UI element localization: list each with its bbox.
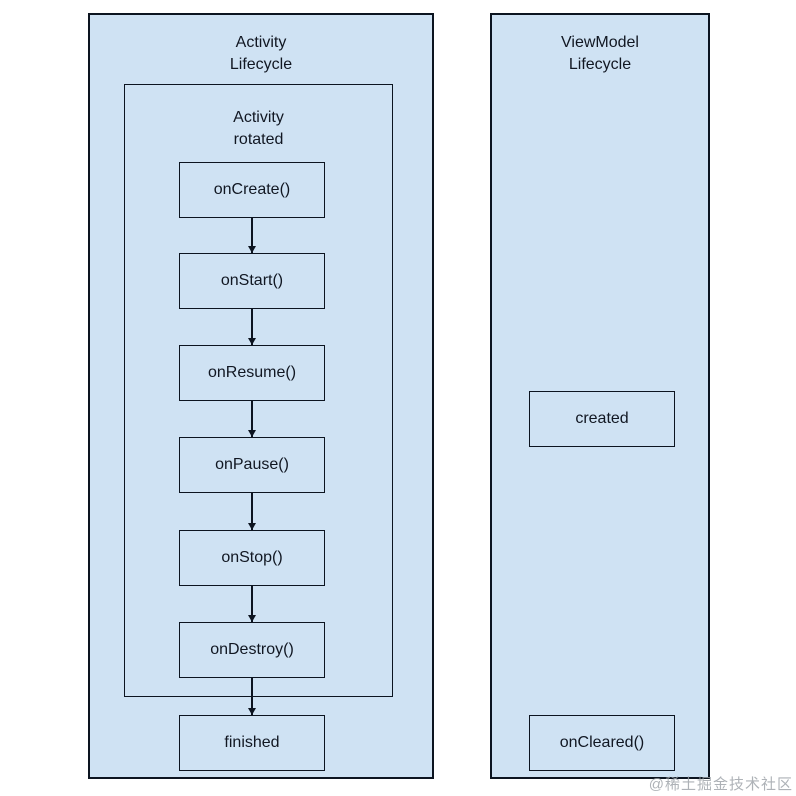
step-box-ondestroy: onDestroy() [179,622,325,678]
finished-box: finished [179,715,325,771]
step-box-onstop: onStop() [179,530,325,586]
activity-lifecycle-panel: Activity Lifecycle Activity rotated onCr… [88,13,434,779]
created-box: created [529,391,675,447]
step-box-onpause: onPause() [179,437,325,493]
step-box-oncreate: onCreate() [179,162,325,218]
activity-rotated-group: Activity rotated [124,84,393,697]
viewmodel-lifecycle-panel: ViewModel Lifecycle created onCleared() [490,13,710,779]
flow-arrow-onstart-onresume [248,309,256,345]
step-box-onresume: onResume() [179,345,325,401]
activity-rotated-group-title: Activity rotated [233,109,284,148]
flow-arrow-oncreate-onstart [248,218,256,253]
oncleared-box: onCleared() [529,715,675,771]
flow-arrow-onpause-onstop [248,493,256,530]
flow-arrow-onresume-onpause [248,401,256,437]
viewmodel-panel-title: ViewModel Lifecycle [561,34,639,73]
activity-panel-title: Activity Lifecycle [229,34,293,73]
watermark: @稀土掘金技术社区 [648,776,793,793]
flow-arrow-onstop-ondestroy [248,586,256,622]
step-box-onstart: onStart() [179,253,325,309]
flow-arrow-ondestroy-finished [248,678,256,715]
